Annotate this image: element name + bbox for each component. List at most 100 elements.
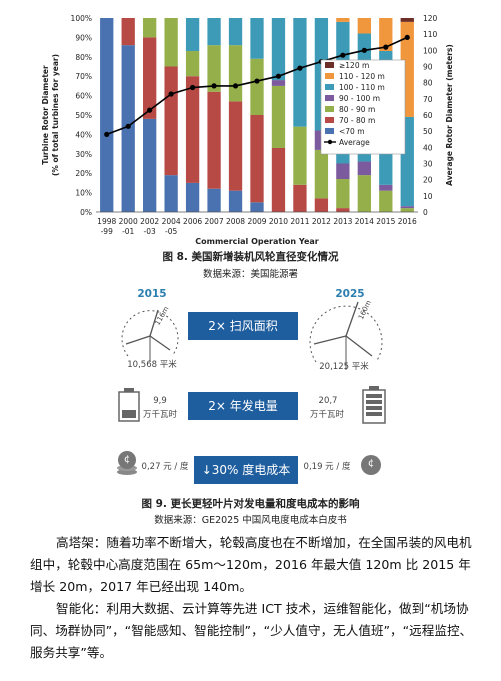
bar-segment xyxy=(228,18,243,46)
average-point xyxy=(340,52,346,58)
y-right-axis-label: Average Rotor Diameter (meters) xyxy=(445,44,454,186)
paragraph-high-tower: 高塔架：随着功率不断增大，轮毂高度也在不断增加，在全国吊装的风电机组中，轮毂中心… xyxy=(30,535,472,594)
energy-2015-value: 9,9 xyxy=(153,396,167,406)
y-left-axis-label-line2: (% of total turbines for year) xyxy=(51,54,60,176)
coin-symbol-right: ¢ xyxy=(367,458,375,469)
x-tick-label: 2006 xyxy=(183,217,202,226)
y-right-tick-label: 0 xyxy=(423,208,428,217)
year-2025: 2025 xyxy=(335,288,365,300)
x-tick-label: 2002 xyxy=(140,217,159,226)
x-tick-label-sub: -05 xyxy=(165,227,177,236)
y-right-tick-label: 90 xyxy=(423,63,433,72)
x-axis-label: Commercial Operation Year xyxy=(195,237,319,246)
bar-segment xyxy=(293,126,307,185)
legend-swatch xyxy=(325,73,334,79)
fig9-caption: 图 9. 更长更轻叶片对发电量和度电成本的影响 xyxy=(141,498,360,510)
bar-segment xyxy=(293,184,307,212)
y-left-tick-label: 70% xyxy=(75,72,92,81)
bar-segment xyxy=(250,58,264,115)
legend-swatch xyxy=(325,62,334,68)
y-left-tick-label: 100% xyxy=(71,14,92,23)
x-tick-label: 2004 xyxy=(162,217,181,226)
coin-stack-icon xyxy=(117,451,137,475)
bar-segment xyxy=(379,18,393,51)
legend-average-marker xyxy=(327,139,333,145)
bar-segment xyxy=(228,101,243,191)
swept-area-label: 2× 扫风面积 xyxy=(188,312,298,340)
bar-segment xyxy=(271,18,286,81)
battery-full-icon xyxy=(362,386,386,424)
average-point xyxy=(211,83,217,89)
average-point xyxy=(168,91,174,97)
bar-segment xyxy=(271,147,286,212)
average-point xyxy=(190,84,196,91)
bar-segment xyxy=(400,208,414,212)
y-left-tick-label: 10% xyxy=(75,189,92,198)
bar-segment xyxy=(379,190,393,212)
bar-segment xyxy=(250,18,264,59)
y-right-tick-label: 10 xyxy=(423,192,433,201)
bar-segment xyxy=(336,179,350,209)
average-point xyxy=(404,34,410,41)
annual-energy-label: 2× 年发电量 xyxy=(188,392,298,420)
y-right-tick-label: 110 xyxy=(423,30,438,39)
lcoe-2015: 0,27 元 / 度 xyxy=(141,462,189,472)
fig8-source: 数据来源：美国能源署 xyxy=(202,269,298,280)
legend-swatch xyxy=(325,117,334,123)
bar-segment xyxy=(250,115,264,203)
x-tick-label: 2009 xyxy=(247,217,266,226)
average-point xyxy=(254,78,260,84)
year-2015: 2015 xyxy=(137,288,167,300)
x-tick-label-sub: -99 xyxy=(101,227,113,236)
bar-segment xyxy=(185,18,200,51)
bar-segment xyxy=(293,18,307,127)
bar-segment xyxy=(250,202,264,212)
battery-low-icon xyxy=(118,388,140,422)
legend-label: 80 - 90 m xyxy=(339,105,375,114)
bar-segment xyxy=(164,175,178,212)
bar-segment xyxy=(379,184,393,191)
y-right-tick-label: 80 xyxy=(423,79,433,88)
rotor-diameter-chart: 0%10%20%30%40%50%60%70%80%90%100%0102030… xyxy=(41,14,454,246)
fig8-caption: 图 8. 美国新增装机风轮直径变化情况 xyxy=(162,251,339,263)
average-point xyxy=(232,83,239,89)
legend-label: <70 m xyxy=(339,127,365,136)
bar-segment xyxy=(271,80,286,86)
legend-label: 90 - 100 m xyxy=(339,94,380,103)
y-right-tick-label: 50 xyxy=(423,127,433,136)
x-tick-label: 2011 xyxy=(290,217,309,226)
bar-segment xyxy=(207,91,221,189)
fig9-source: 数据来源：GE2025 中国风电度电成本白皮书 xyxy=(154,515,347,526)
turbine-large-icon xyxy=(309,301,383,370)
x-tick-label: 2015 xyxy=(376,217,395,226)
bar-segment xyxy=(185,182,200,212)
bar-segment xyxy=(228,190,243,212)
average-point xyxy=(361,47,367,53)
energy-2025-unit: 万千瓦时 xyxy=(309,410,344,420)
legend-label: 100 - 110 m xyxy=(339,83,385,92)
bar-segment xyxy=(100,18,114,212)
x-tick-label-sub: -03 xyxy=(144,227,156,236)
turbine-small-icon xyxy=(121,309,179,362)
y-right-tick-label: 120 xyxy=(423,14,438,23)
average-point xyxy=(383,44,389,50)
y-right-tick-label: 70 xyxy=(423,95,433,104)
x-tick-label: 2008 xyxy=(226,217,245,226)
bar-segment xyxy=(271,85,286,148)
bar-segment xyxy=(357,161,371,176)
y-right-tick-label: 60 xyxy=(423,111,433,120)
y-left-tick-label: 20% xyxy=(75,169,92,178)
bar-segment xyxy=(207,18,221,46)
bar-segment xyxy=(143,118,157,212)
legend-swatch xyxy=(325,95,334,101)
y-right-tick-label: 40 xyxy=(423,143,433,152)
y-left-axis-label: Turbine Rotor Diameter xyxy=(41,65,50,165)
bar-segment xyxy=(207,45,221,92)
y-right-tick-label: 20 xyxy=(423,176,433,185)
bar-segment xyxy=(121,18,135,46)
bar-segment xyxy=(314,198,329,212)
bar-segment xyxy=(185,50,200,77)
coin-symbol-left: ¢ xyxy=(123,454,131,465)
energy-2015-unit: 万千瓦时 xyxy=(142,410,177,420)
bar-segment xyxy=(143,37,157,119)
